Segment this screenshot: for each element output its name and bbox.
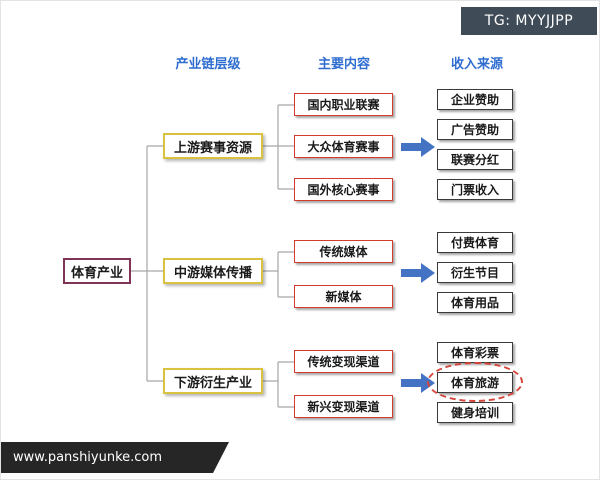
revenue-node-corporate-sponsorship: 企业赞助 (437, 89, 513, 110)
content-node-domestic-pro-league: 国内职业联赛 (294, 93, 393, 116)
root-node-sports-industry: 体育产业 (63, 258, 131, 284)
revenue-node-derivative-programs: 衍生节目 (437, 262, 513, 283)
content-node-emerging-monetization: 新兴变现渠道 (294, 395, 393, 418)
revenue-node-fitness-training: 健身培训 (437, 402, 513, 423)
content-node-traditional-media: 传统媒体 (294, 240, 393, 263)
content-node-foreign-core-events: 国外核心赛事 (294, 178, 393, 201)
watermark-text: www.panshiyunke.com (13, 450, 163, 465)
revenue-node-ad-sponsorship: 广告赞助 (437, 119, 513, 140)
level-node-midstream: 中游媒体传播 (163, 258, 263, 284)
content-node-traditional-monetization: 传统变现渠道 (294, 350, 393, 373)
revenue-node-paid-sports: 付费体育 (437, 232, 513, 253)
level-node-upstream: 上游赛事资源 (163, 133, 263, 159)
level-node-downstream: 下游衍生产业 (163, 368, 263, 394)
content-node-new-media: 新媒体 (294, 285, 393, 308)
flow-arrow-downstream (401, 371, 435, 395)
column-header-chain-levels: 产业链层级 (175, 57, 241, 72)
revenue-node-sports-lottery: 体育彩票 (437, 342, 513, 363)
revenue-node-sports-tourism: 体育旅游 (437, 372, 513, 393)
revenue-node-sporting-goods: 体育用品 (437, 292, 513, 313)
column-header-main-content: 主要内容 (317, 57, 370, 72)
revenue-node-league-dividends: 联赛分红 (437, 149, 513, 170)
flow-arrow-midstream (401, 261, 435, 285)
flow-arrow-upstream (401, 135, 435, 159)
column-header-revenue-sources: 收入来源 (450, 57, 503, 72)
tg-badge: TG: MYYJJPP (461, 7, 597, 35)
watermark-bar: www.panshiyunke.com (1, 442, 229, 473)
content-node-mass-sports-events: 大众体育赛事 (294, 135, 393, 158)
revenue-node-ticket-income: 门票收入 (437, 179, 513, 200)
